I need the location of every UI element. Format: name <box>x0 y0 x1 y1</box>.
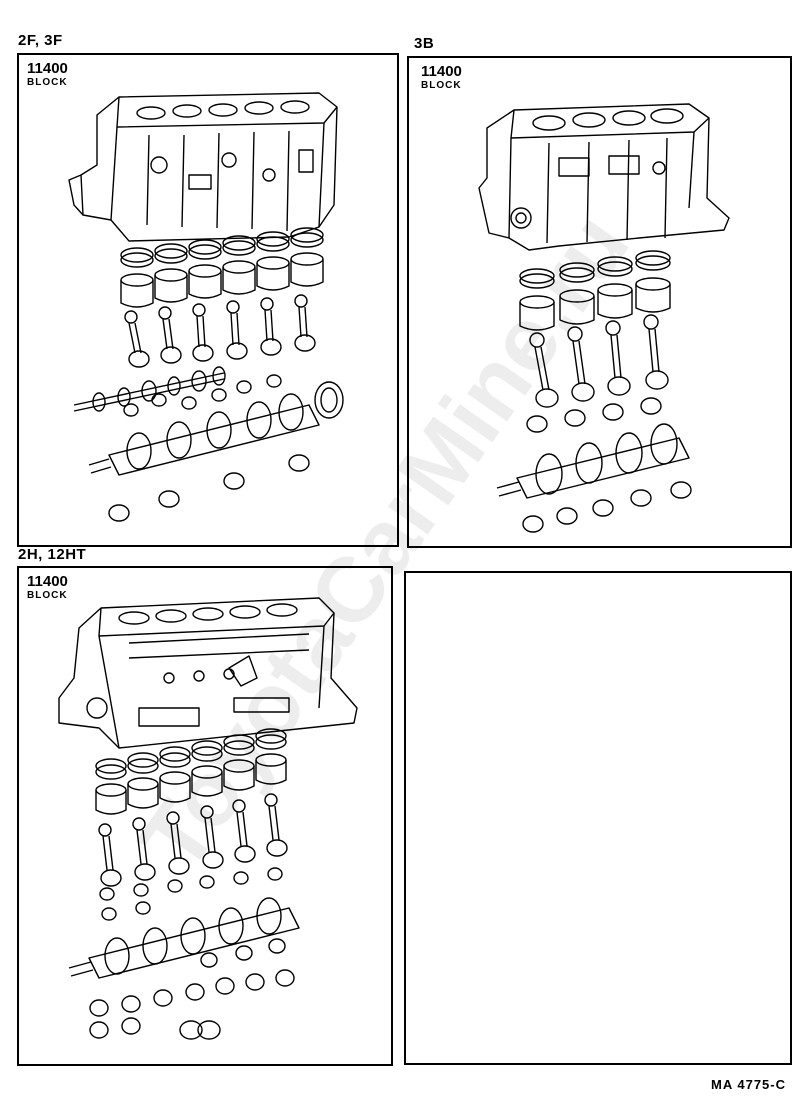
engine-block-drawing <box>479 104 729 250</box>
exploded-view-3b <box>409 58 790 546</box>
piston-ring-drawing <box>96 729 286 779</box>
engine-block-drawing <box>69 93 337 241</box>
figure-number: MA 4775-C <box>711 1077 786 1092</box>
crankshaft-drawing <box>69 898 299 978</box>
part-name: BLOCK <box>421 80 462 91</box>
piston-drawing <box>96 754 286 814</box>
panel-2h-12ht: 11400 BLOCK <box>17 566 393 1066</box>
connecting-rod-drawing <box>530 315 668 407</box>
exploded-view-2f-3f <box>19 55 397 545</box>
panel-3b: 11400 BLOCK <box>407 56 792 548</box>
piston-drawing <box>121 253 323 307</box>
part-name: BLOCK <box>27 77 68 88</box>
part-number: 11400 <box>27 573 68 590</box>
connecting-rod-drawing <box>99 794 287 886</box>
piston-ring-drawing <box>520 251 670 288</box>
piston-drawing <box>520 278 670 330</box>
model-label-2h-12ht: 2H, 12HT <box>18 546 87 563</box>
part-number: 11400 <box>27 60 68 77</box>
crankshaft-drawing <box>497 424 689 498</box>
crankshaft-drawing <box>89 394 319 475</box>
panel-empty <box>404 571 792 1065</box>
model-label-3b: 3B <box>414 35 435 52</box>
camshaft-drawing <box>74 367 225 411</box>
bearing-drawing <box>109 375 343 521</box>
connecting-rod-drawing <box>125 295 315 367</box>
engine-block-drawing <box>59 598 357 748</box>
exploded-view-2h-12ht <box>19 568 391 1064</box>
bearing-drawing <box>523 398 691 532</box>
piston-ring-drawing <box>121 228 323 267</box>
bearing-drawing <box>90 868 294 1039</box>
model-label-2f-3f: 2F, 3F <box>18 32 63 49</box>
part-number: 11400 <box>421 63 462 80</box>
part-name: BLOCK <box>27 590 68 601</box>
panel-2f-3f: 11400 BLOCK <box>17 53 399 547</box>
